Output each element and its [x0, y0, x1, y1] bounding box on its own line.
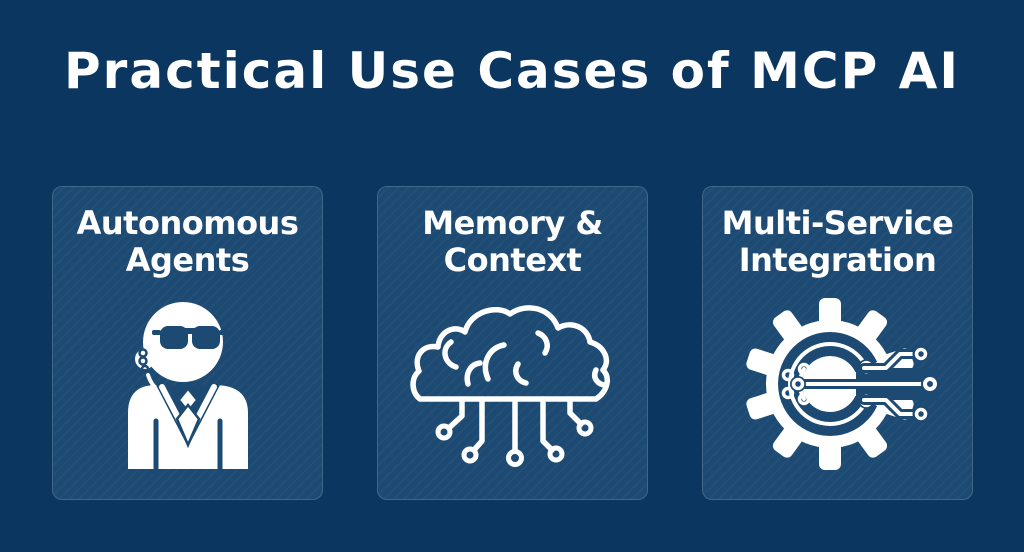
- card-title-line1: Memory &: [422, 204, 603, 242]
- card-title: Autonomous Agents: [77, 205, 299, 279]
- card-title-line2: Agents: [125, 240, 250, 279]
- card-title: Multi-Service Integration: [722, 205, 954, 279]
- card-multi-service-integration: Multi-Service Integration: [702, 186, 973, 500]
- cards-row: Autonomous Agents: [52, 186, 973, 500]
- card-title-line2: Integration: [738, 240, 937, 279]
- card-title: Memory & Context: [422, 205, 603, 279]
- card-title-line1: Autonomous: [76, 204, 299, 242]
- card-memory-context: Memory & Context: [377, 186, 648, 500]
- brain-circuit-icon: [409, 304, 610, 467]
- gear-circuit-icon: [745, 297, 938, 470]
- card-autonomous-agents: Autonomous Agents: [52, 186, 323, 500]
- card-title-line2: Context: [443, 240, 582, 279]
- page-title: Practical Use Cases of MCP AI: [64, 42, 960, 100]
- secret-agent-icon: [127, 301, 248, 475]
- card-title-line1: Multi-Service: [721, 204, 954, 242]
